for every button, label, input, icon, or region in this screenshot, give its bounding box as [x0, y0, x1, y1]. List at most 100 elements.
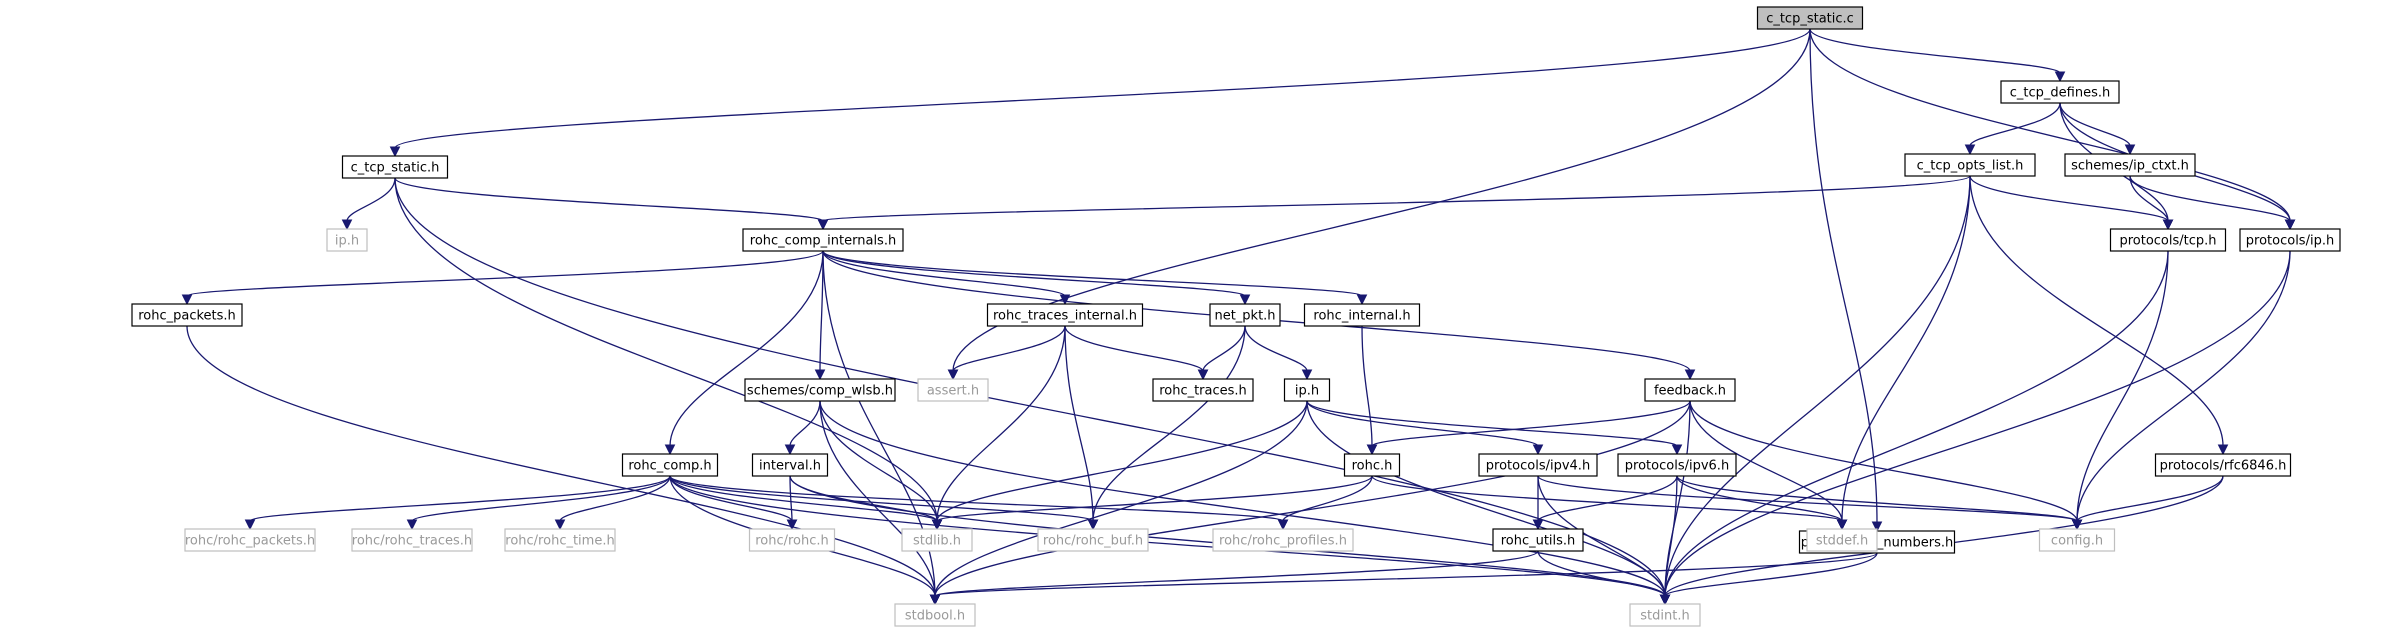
edge-schemes-comp-wlsb-h-to-stdlib-h: [819, 400, 938, 522]
node-label: stdlib.h: [913, 534, 961, 549]
node-label: rohc/rohc_traces.h: [352, 534, 472, 549]
edge-protocols-ipv4-h-to-stdint-h: [1537, 475, 1666, 597]
node-rohc-rohc-traces-h: rohc/rohc_traces.h: [351, 528, 473, 552]
node-label: stdint.h: [1640, 609, 1689, 624]
edge-rohc-comp-h-to-rohc-rohc-profiles-h: [669, 475, 1284, 522]
arrowhead: [1532, 444, 1544, 456]
node-box: [1037, 528, 1149, 552]
node-label: stddef.h: [1816, 534, 1868, 549]
edge-ip-h-to-stdlib-h: [936, 400, 1308, 522]
node-protocols-rfc6846-h[interactable]: protocols/rfc6846.h: [2154, 453, 2292, 477]
edge-protocols-ip-h-to-stdint-h: [1664, 250, 2291, 597]
node-label: protocols/tcp.h: [2119, 234, 2216, 249]
edge-feedback-h-to-stddef-h: [1689, 400, 1843, 522]
arrowhead: [1277, 519, 1289, 531]
node-protocols-ipv4-h[interactable]: protocols/ipv4.h: [1478, 453, 1598, 477]
node-rohc-packets-h[interactable]: rohc_packets.h: [131, 303, 243, 327]
edge-feedback-h-to-rohc-h: [1371, 400, 1691, 447]
arrowhead: [244, 519, 256, 531]
node-box: [751, 453, 829, 477]
arrowhead: [814, 369, 826, 381]
edge-schemes-comp-wlsb-h-to-stdint-h: [819, 400, 1666, 597]
edge-c-tcp-static-c-to-c-tcp-defines-h: [1809, 28, 2061, 74]
node-c-tcp-opts-list-h[interactable]: c_tcp_opts_list.h: [1904, 153, 2036, 177]
edge-interval-h-to-rohc-rohc-h: [789, 475, 793, 522]
node-box: [1492, 528, 1584, 552]
node-feedback-h[interactable]: feedback.h: [1644, 378, 1736, 402]
edge-c-tcp-static-c-to-protocols-ip-numbers-h: [1809, 28, 1878, 524]
arrowhead: [2284, 219, 2296, 231]
node-rohc-h[interactable]: rohc.h: [1343, 453, 1401, 477]
node-box: [894, 603, 976, 627]
node-protocols-ip-h[interactable]: protocols/ip.h: [2239, 228, 2341, 252]
edge-rohc-comp-h-to-rohc-rohc-packets-h: [249, 475, 671, 522]
edge-rohc-traces-internal-h-to-stdlib-h: [936, 325, 1066, 522]
node-box: [986, 303, 1144, 327]
arrowhead: [1239, 294, 1251, 306]
node-rohc-traces-h[interactable]: rohc_traces.h: [1152, 378, 1254, 402]
node-rohc-traces-internal-h[interactable]: rohc_traces_internal.h: [986, 303, 1144, 327]
node-protocols-ipv6-h[interactable]: protocols/ipv6.h: [1617, 453, 1737, 477]
edge-net-pkt-h-to-rohc-traces-h: [1202, 325, 1246, 372]
edge-schemes-comp-wlsb-h-to-stdbool-h: [819, 400, 936, 597]
edge-protocols-ipv6-h-to-config-h: [1676, 475, 2078, 522]
edge-protocols-ipv6-h-to-stdint-h: [1664, 475, 1678, 597]
edge-rohc-packets-h-to-stdbool-h: [186, 325, 936, 597]
node-rohc-comp-internals-h[interactable]: rohc_comp_internals.h: [742, 228, 904, 252]
node-box: [742, 228, 904, 252]
node-protocols-tcp-h[interactable]: protocols/tcp.h: [2109, 228, 2227, 252]
node-label: net_pkt.h: [1214, 309, 1275, 324]
node-c-tcp-static-c[interactable]: c_tcp_static.c: [1756, 6, 1864, 30]
node-label: rohc_internal.h: [1313, 309, 1410, 324]
node-box: [2000, 80, 2120, 104]
node-box: [351, 528, 473, 552]
arrowhead: [1532, 519, 1544, 531]
node-label: protocols/ipv4.h: [1486, 459, 1590, 474]
edge-schemes-comp-wlsb-h-to-interval-h: [789, 400, 821, 447]
node-schemes-comp-wlsb-h[interactable]: schemes/comp_wlsb.h: [744, 378, 896, 402]
node-label: c_tcp_defines.h: [2010, 86, 2110, 101]
node-label: protocols/ip.h: [2246, 234, 2334, 249]
edge-schemes-ip-ctxt-h-to-protocols-tcp-h: [2129, 175, 2169, 222]
node-net-pkt-h[interactable]: net_pkt.h: [1209, 303, 1281, 327]
node-interval-h[interactable]: interval.h: [751, 453, 829, 477]
node-label: stdbool.h: [905, 609, 965, 624]
edge-feedback-h-to-stdbool-h: [934, 400, 1691, 597]
node-ip-h[interactable]: ip.h: [1283, 378, 1331, 402]
edge-protocols-ip-numbers-h-to-stdbool-h: [934, 552, 1878, 597]
node-c-tcp-static-h[interactable]: c_tcp_static.h: [341, 155, 449, 179]
edge-protocols-ipv6-h-to-stddef-h: [1676, 475, 1843, 522]
node-box: [2038, 528, 2116, 552]
edge-rohc-h-to-rohc-rohc-profiles-h: [1282, 475, 1373, 522]
arrowhead: [2217, 444, 2229, 456]
edge-protocols-ipv6-h-to-rohc-utils-h: [1537, 475, 1678, 522]
edge-protocols-ip-h-to-config-h: [2076, 250, 2291, 522]
node-box: [2154, 453, 2292, 477]
node-rohc-utils-h[interactable]: rohc_utils.h: [1492, 528, 1584, 552]
edge-protocols-ip-numbers-h-to-stdint-h: [1664, 552, 1878, 597]
node-rohc-comp-h[interactable]: rohc_comp.h: [621, 453, 719, 477]
arrowhead: [1087, 519, 1099, 531]
arrowhead: [931, 519, 943, 531]
arrowhead: [1871, 521, 1883, 533]
node-rohc-internal-h[interactable]: rohc_internal.h: [1303, 303, 1421, 327]
node-box: [131, 303, 243, 327]
edge-rohc-traces-internal-h-to-rohc-traces-h: [1064, 325, 1204, 372]
edge-rohc-comp-internals-h-to-rohc-packets-h: [186, 250, 824, 297]
node-box: [326, 228, 368, 252]
node-box: [184, 528, 316, 552]
arrowhead: [1301, 369, 1313, 381]
node-label: rohc_comp.h: [628, 459, 711, 474]
edge-rohc-utils-h-to-stdbool-h: [934, 550, 1539, 597]
node-box: [1212, 528, 1354, 552]
node-schemes-ip-ctxt-h[interactable]: schemes/ip_ctxt.h: [2064, 153, 2196, 177]
node-label: rohc/rohc_packets.h: [185, 534, 315, 549]
arrowhead: [1197, 369, 1209, 381]
node-box: [1303, 303, 1421, 327]
arrowhead: [817, 219, 829, 231]
node-box: [917, 378, 989, 402]
node-c-tcp-defines-h[interactable]: c_tcp_defines.h: [2000, 80, 2120, 104]
edge-rohc-comp-internals-h-to-rohc-comp-h: [669, 250, 824, 447]
edge-ip-h-to-stdbool-h: [934, 400, 1308, 597]
